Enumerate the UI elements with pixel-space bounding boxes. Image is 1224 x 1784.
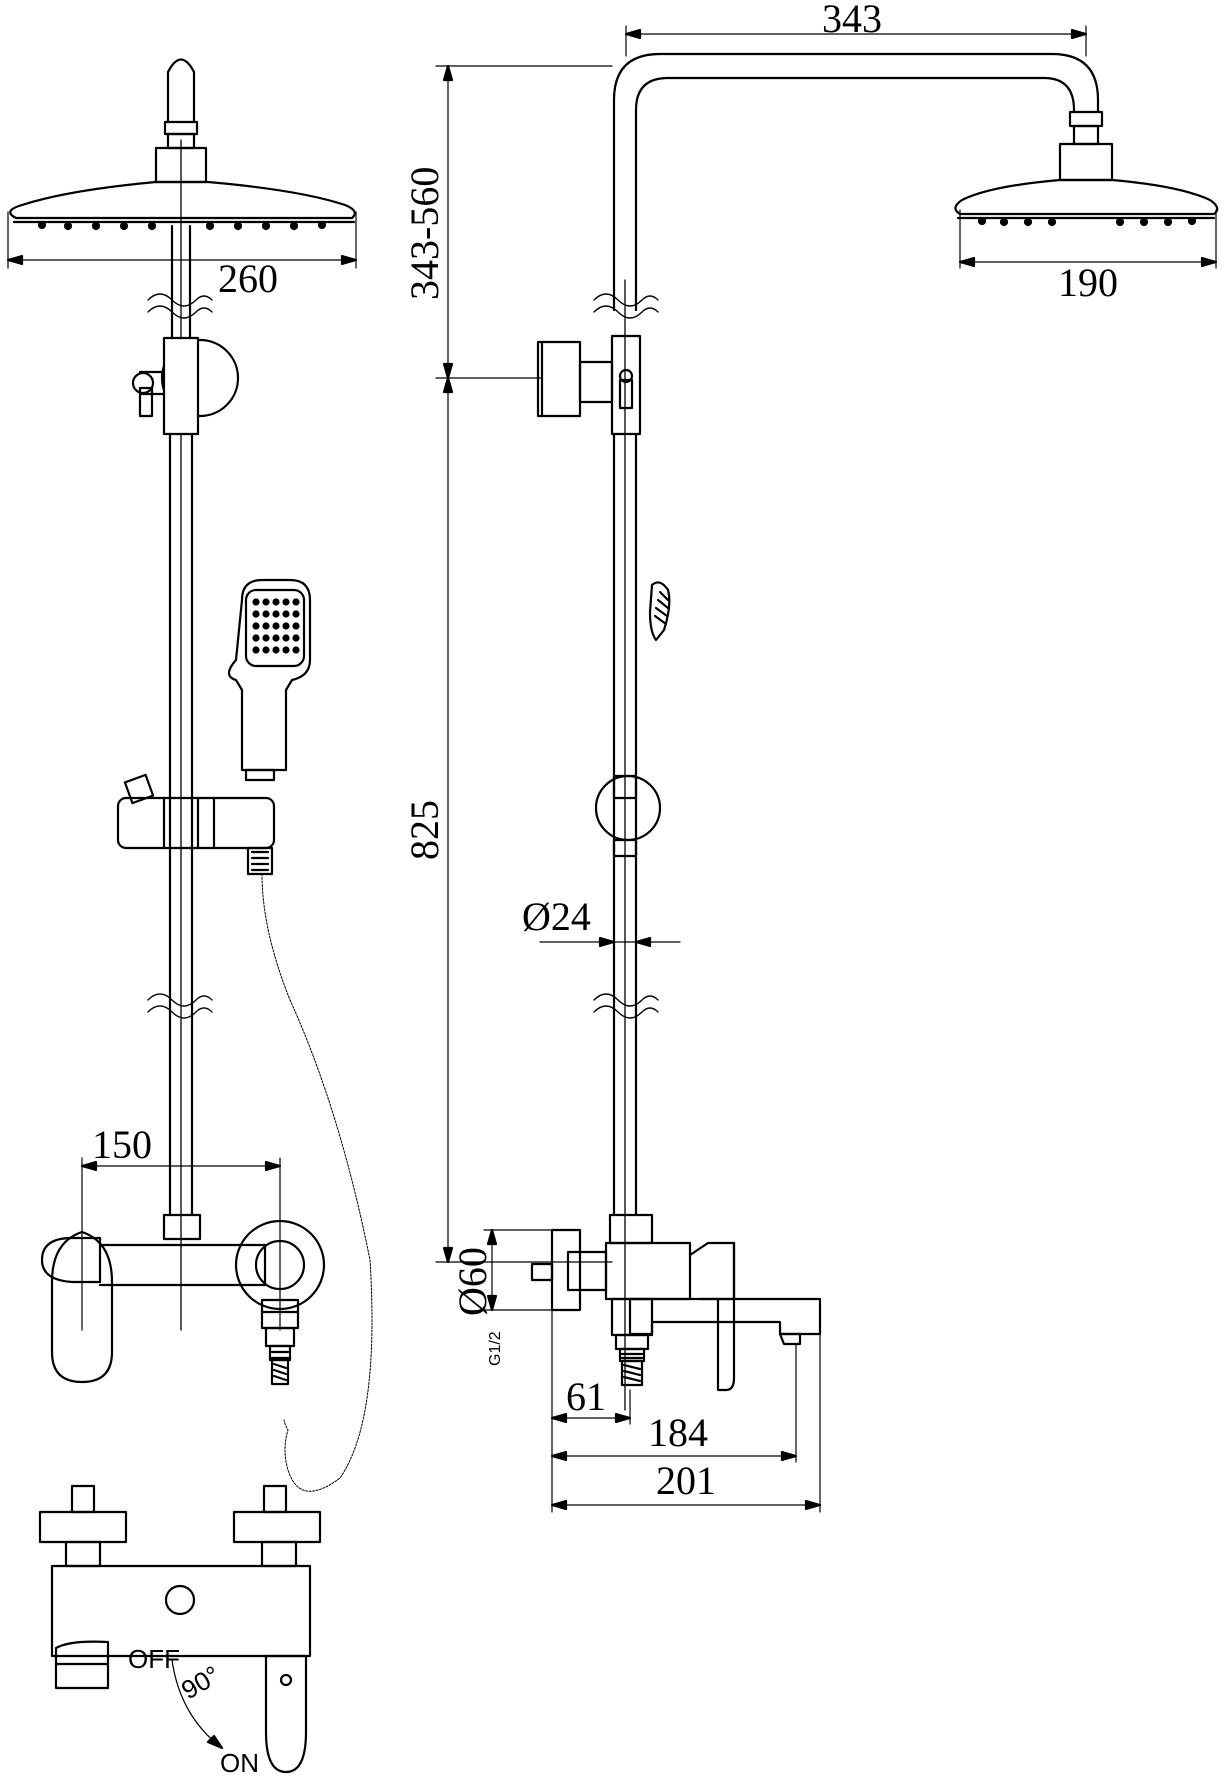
front-slide-rail xyxy=(147,432,213,1217)
handle-rotation-label: 90° xyxy=(176,1660,225,1706)
dim-label-150: 150 xyxy=(92,1122,152,1167)
front-head-nozzles xyxy=(37,220,327,231)
dim-vertical-column: 343-560 825 xyxy=(402,64,613,1264)
dim-head-side-diameter: 190 xyxy=(958,209,1218,305)
side-hand-shower xyxy=(648,581,671,642)
front-diverter xyxy=(131,336,240,436)
front-hose xyxy=(261,873,373,1492)
front-rain-shower-head xyxy=(9,180,356,231)
side-mixer-body xyxy=(530,1213,822,1392)
dim-mixer-spacing: 150 xyxy=(80,1122,282,1331)
hand-shower-nozzle-grid xyxy=(252,598,300,654)
dim-label-260: 260 xyxy=(218,256,278,301)
dim-label-343-560: 343-560 xyxy=(402,167,447,300)
dim-head-front-diameter: 260 xyxy=(6,211,358,301)
front-mixer-body xyxy=(40,1213,326,1386)
side-slider-knob xyxy=(594,774,662,858)
dim-arm-reach: 343 xyxy=(624,0,1088,57)
mixer-top-view: OFF 90° ON xyxy=(38,1484,322,1778)
side-view: 190 343 xyxy=(402,0,1219,1513)
dim-label-61: 61 xyxy=(566,1374,606,1419)
dim-label-g12: G1/2 xyxy=(487,1331,504,1366)
side-slide-rail xyxy=(593,432,659,1217)
dim-inlet-diameter: Ø60 G1/2 xyxy=(450,1228,561,1366)
dim-label-825: 825 xyxy=(402,800,447,860)
dim-label-190: 190 xyxy=(1058,260,1118,305)
handle-on-label: ON xyxy=(220,1748,259,1778)
side-shower-arm xyxy=(612,52,1100,312)
dim-label-343: 343 xyxy=(822,0,882,41)
spout-outlet xyxy=(54,1640,110,1690)
front-hand-shower xyxy=(227,578,312,782)
lever-handle xyxy=(264,1654,308,1774)
handle-off-label: OFF xyxy=(128,1644,180,1674)
front-upper-pipe xyxy=(147,224,213,340)
dim-pipe-diameter: Ø24 xyxy=(522,894,681,948)
dim-bottom-reach: 61 184 201 xyxy=(550,1309,822,1513)
side-head-connector xyxy=(1058,110,1114,182)
dim-label-184: 184 xyxy=(648,1410,708,1455)
dim-label-201: 201 xyxy=(656,1458,716,1503)
dim-label-24: Ø24 xyxy=(522,894,591,939)
side-diverter xyxy=(536,334,642,436)
front-slider-bracket xyxy=(116,773,276,876)
front-view: 260 xyxy=(6,58,373,1492)
dim-label-60: Ø60 xyxy=(450,1247,495,1316)
side-rain-shower-head xyxy=(954,178,1219,227)
